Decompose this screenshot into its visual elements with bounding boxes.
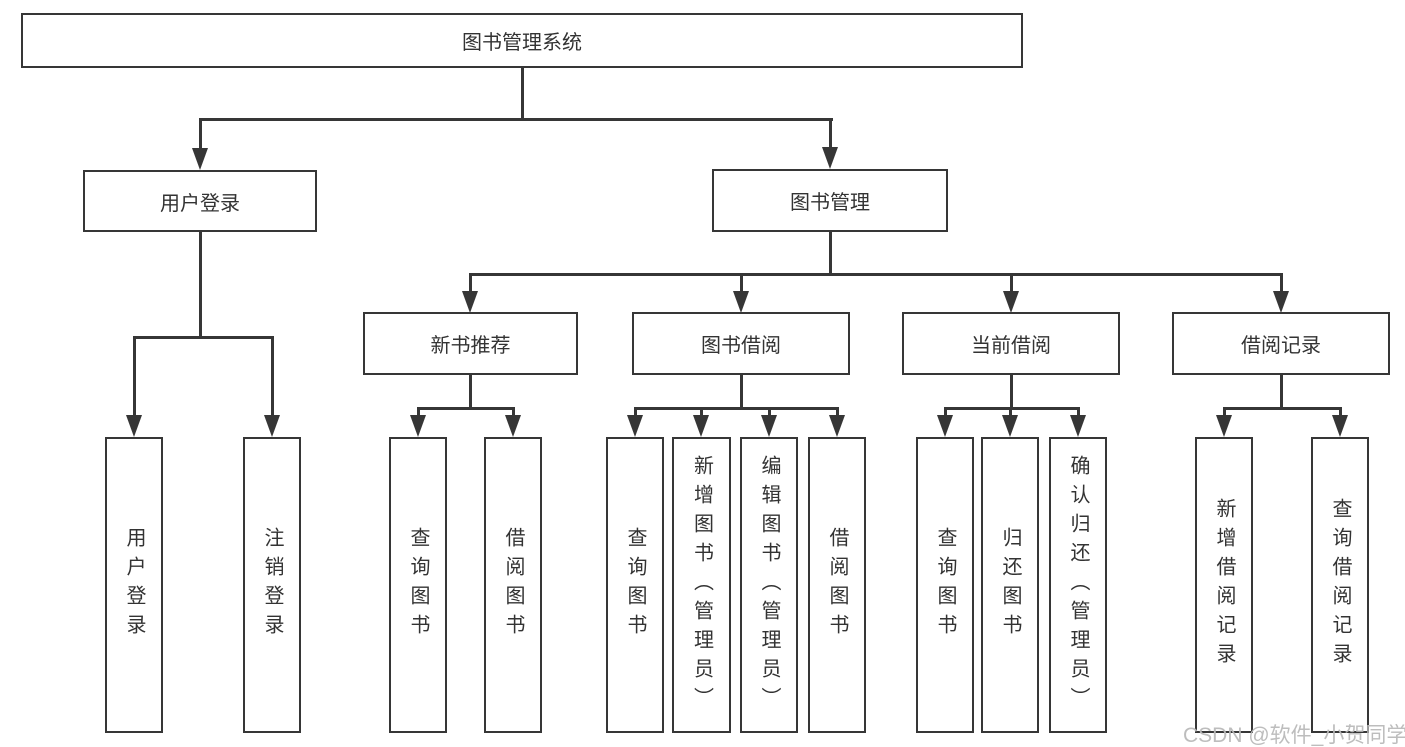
- arrow-down-icon: [627, 415, 643, 437]
- leaf-add-borrow-record: 新增借阅记录: [1195, 437, 1253, 733]
- node-new-book-recommend-label: 新书推荐: [430, 335, 511, 357]
- leaf-borrow-books-2: 借阅图书: [808, 437, 866, 733]
- node-user-login: 用户登录: [83, 170, 317, 232]
- leaf-borrow-books-2-label: 借阅图书: [826, 527, 848, 643]
- connector-line: [1077, 407, 1080, 417]
- connector-line: [634, 407, 637, 417]
- leaf-query-books: 查询图书: [389, 437, 447, 733]
- connector-line: [1010, 375, 1013, 409]
- connector-line: [944, 407, 1080, 410]
- leaf-query-borrow-record: 查询借阅记录: [1311, 437, 1369, 733]
- arrow-down-icon: [126, 415, 142, 437]
- leaf-query-books-3-label: 查询图书: [934, 527, 956, 643]
- leaf-add-borrow-record-label: 新增借阅记录: [1213, 498, 1235, 672]
- leaf-return-books: 归还图书: [981, 437, 1039, 733]
- connector-line: [1223, 407, 1226, 417]
- arrow-down-icon: [1003, 291, 1019, 313]
- node-library-system: 图书管理系统: [21, 13, 1023, 68]
- connector-line: [700, 407, 703, 417]
- arrow-down-icon: [733, 291, 749, 313]
- leaf-user-login-label: 用户登录: [123, 527, 145, 643]
- connector-line: [768, 407, 771, 417]
- leaf-edit-books-admin-label: 编辑图书（管理员）: [758, 454, 780, 716]
- node-borrowing-records: 借阅记录: [1172, 312, 1390, 375]
- connector-line: [829, 232, 832, 275]
- connector-line: [634, 407, 839, 410]
- connector-line: [1223, 407, 1342, 410]
- arrow-down-icon: [462, 291, 478, 313]
- connector-line: [836, 407, 839, 417]
- leaf-logout-label: 注销登录: [261, 527, 283, 643]
- arrow-down-icon: [264, 415, 280, 437]
- leaf-borrow-books-label: 借阅图书: [502, 527, 524, 643]
- node-current-borrowing: 当前借阅: [902, 312, 1120, 375]
- arrow-down-icon: [829, 415, 845, 437]
- leaf-query-books-2: 查询图书: [606, 437, 664, 733]
- node-book-borrowing: 图书借阅: [632, 312, 850, 375]
- node-book-borrowing-label: 图书借阅: [701, 335, 781, 357]
- node-new-book-recommend: 新书推荐: [363, 312, 578, 375]
- connector-line: [1009, 407, 1012, 417]
- leaf-query-books-label: 查询图书: [407, 527, 429, 643]
- node-user-login-label: 用户登录: [160, 192, 240, 215]
- arrow-down-icon: [1216, 415, 1232, 437]
- arrow-down-icon: [1273, 291, 1289, 313]
- leaf-borrow-books: 借阅图书: [484, 437, 542, 733]
- node-library-system-label: 图书管理系统: [462, 32, 582, 54]
- connector-line: [469, 273, 1283, 276]
- connector-line: [1010, 273, 1013, 293]
- connector-line: [417, 407, 515, 410]
- leaf-query-borrow-record-label: 查询借阅记录: [1329, 498, 1351, 672]
- connector-line: [469, 375, 472, 409]
- node-borrowing-records-label: 借阅记录: [1241, 335, 1321, 357]
- connector-line: [199, 118, 202, 150]
- arrow-down-icon: [761, 415, 777, 437]
- connector-line: [1339, 407, 1342, 417]
- connector-line: [199, 118, 833, 121]
- arrow-down-icon: [505, 415, 521, 437]
- arrow-down-icon: [192, 148, 208, 170]
- arrow-down-icon: [822, 147, 838, 169]
- connector-line: [271, 336, 274, 417]
- node-book-management: 图书管理: [712, 169, 948, 232]
- arrow-down-icon: [1002, 415, 1018, 437]
- connector-line: [417, 407, 420, 417]
- leaf-logout: 注销登录: [243, 437, 301, 733]
- leaf-return-books-label: 归还图书: [999, 527, 1021, 643]
- leaf-add-books-admin-label: 新增图书（管理员）: [690, 454, 713, 716]
- connector-line: [740, 375, 743, 409]
- connector-line: [829, 118, 832, 149]
- node-current-borrowing-label: 当前借阅: [971, 335, 1051, 357]
- arrow-down-icon: [1332, 415, 1348, 437]
- csdn-watermark: CSDN @软件_小贺同学: [1183, 724, 1405, 747]
- leaf-user-login: 用户登录: [105, 437, 163, 733]
- leaf-query-books-2-label: 查询图书: [624, 527, 646, 643]
- connector-line: [133, 336, 274, 339]
- node-book-management-label: 图书管理: [790, 192, 870, 214]
- connector-line: [1280, 273, 1283, 293]
- connector-line: [199, 232, 202, 339]
- leaf-add-books-admin: 新增图书（管理员）: [672, 437, 731, 733]
- connector-line: [133, 336, 136, 417]
- connector-line: [469, 273, 472, 293]
- connector-line: [521, 66, 524, 120]
- connector-line: [740, 273, 743, 293]
- leaf-edit-books-admin: 编辑图书（管理员）: [740, 437, 798, 733]
- arrow-down-icon: [1070, 415, 1086, 437]
- leaf-query-books-3: 查询图书: [916, 437, 974, 733]
- arrow-down-icon: [693, 415, 709, 437]
- connector-line: [512, 407, 515, 417]
- leaf-confirm-return-admin-label: 确认归还（管理员）: [1067, 454, 1089, 716]
- connector-line: [944, 407, 947, 417]
- arrow-down-icon: [410, 415, 426, 437]
- connector-line: [1280, 375, 1283, 409]
- leaf-confirm-return-admin: 确认归还（管理员）: [1049, 437, 1107, 733]
- arrow-down-icon: [937, 415, 953, 437]
